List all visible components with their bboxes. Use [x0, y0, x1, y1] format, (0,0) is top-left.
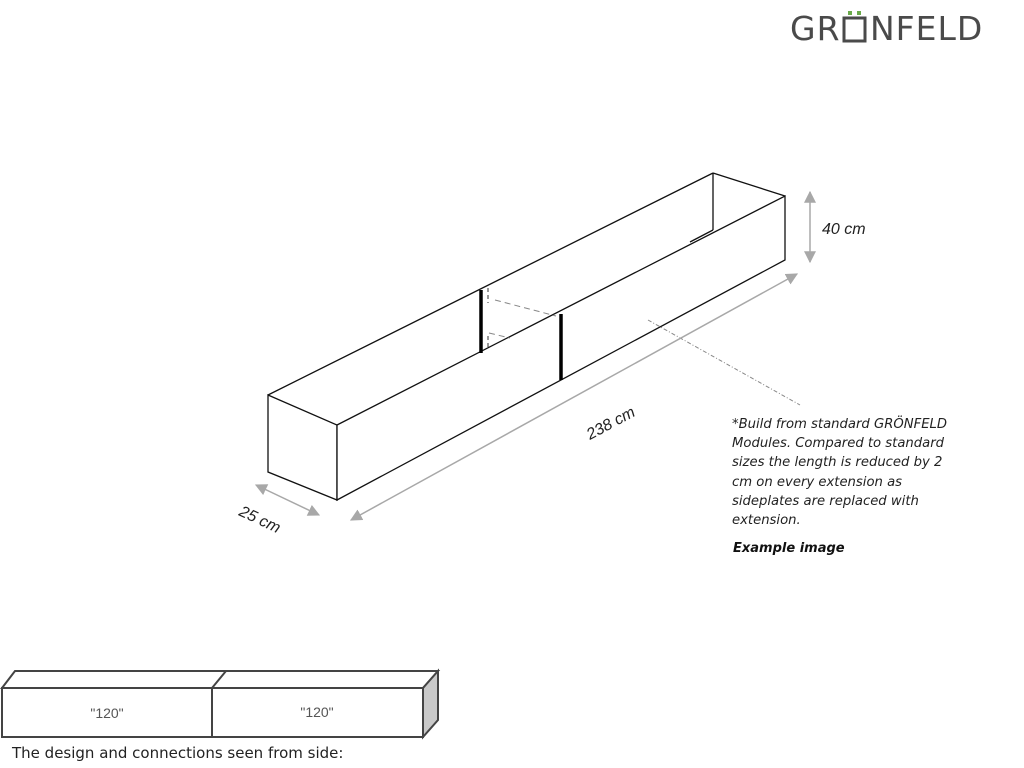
side-view-caption: The design and connections seen from sid… — [12, 744, 344, 762]
example-image-label: Example image — [733, 541, 845, 556]
planter-box-outline — [267, 172, 786, 502]
build-note: *Build from standard GRÖNFELD Modules. C… — [732, 417, 948, 529]
length-dimension-arrow — [349, 273, 799, 521]
length-dimension-label: 238 cm — [583, 404, 638, 444]
side-module-1 — [1, 687, 213, 738]
side-module-2 — [211, 687, 424, 738]
logo-text-prefix: GR — [790, 9, 841, 48]
width-dimension-arrow — [254, 484, 321, 516]
side-module-1-label: "120" — [90, 705, 123, 721]
side-module-2-label: "120" — [300, 704, 333, 720]
logo-square-o-icon — [842, 16, 867, 43]
logo-dot-left — [848, 11, 852, 15]
logo-dot-right — [857, 11, 861, 15]
side-view-diagram — [0, 668, 441, 740]
logo-text-suffix: NFELD — [870, 9, 983, 48]
width-dimension-label: 25 cm — [235, 503, 283, 537]
gronfeld-logo: GR NFELD — [790, 9, 983, 48]
note-leader-line — [647, 319, 801, 406]
height-dimension-label: 40 cm — [822, 221, 866, 238]
